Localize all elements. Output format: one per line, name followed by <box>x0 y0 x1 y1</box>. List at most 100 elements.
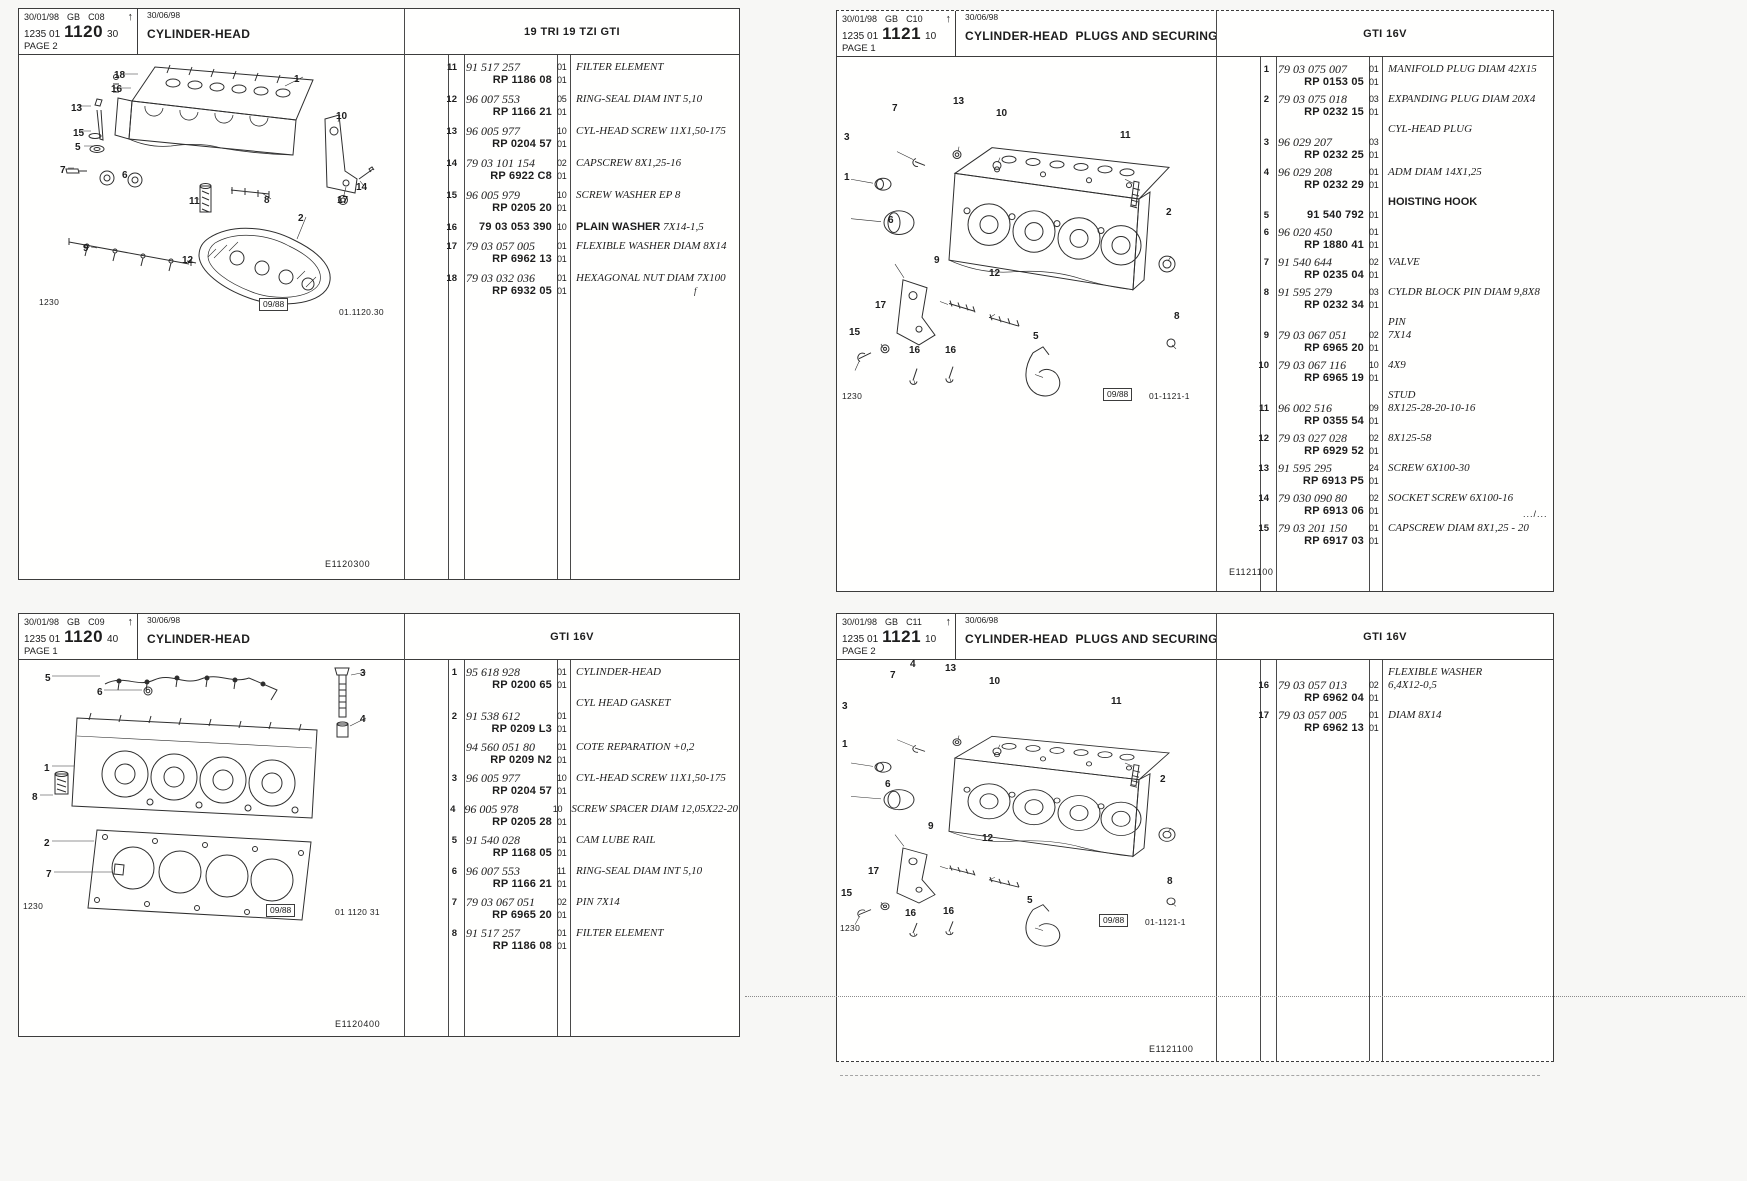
stamp-date: 30/01/98 <box>842 14 878 24</box>
part-line: 7 79 03 067 051 02 PIN 7X14 <box>404 896 738 909</box>
description: SCREW 6X100-30 <box>1388 462 1470 474</box>
part-number: 96 002 516 <box>1278 401 1332 415</box>
description: CAPSCREW 8X1,25-16 <box>576 157 682 169</box>
replacement-line: RP 0232 34 01 <box>1216 299 1552 312</box>
part-line: 4 96 029 208 01 ADM DIAM 14X1,25 <box>1216 166 1552 179</box>
quantity: 01 <box>557 910 567 920</box>
part-line: 14 79 03 101 154 02 CAPSCREW 8X1,25-16 <box>404 157 738 170</box>
parts-row: 14 79 030 090 80 02 SOCKET SCREW 6X100-1… <box>1216 492 1552 518</box>
replacement-line: RP 6962 13 01 <box>1216 722 1552 735</box>
part-line: 3 96 029 207 03 <box>1216 136 1552 149</box>
diagram-callout-17: 17 <box>868 866 880 877</box>
diagram-callout-1: 1 <box>842 739 848 750</box>
quantity: 11 <box>557 866 566 876</box>
quantity: 01 <box>557 203 567 213</box>
rp-number: RP 1166 21 <box>492 878 552 890</box>
quantity: 01 <box>1369 180 1379 190</box>
part-number: 91 517 257 <box>466 60 520 74</box>
drawing-code: E1121100 <box>1149 1044 1194 1054</box>
quantity: 03 <box>1369 137 1379 147</box>
diagram-callout-15: 15 <box>73 128 85 139</box>
parts-rows: 1 95 618 928 01 CYLINDER-HEAD RP 0200 65… <box>404 666 738 958</box>
part-line: 15 96 005 979 10 SCREW WASHER EP 8 <box>404 189 738 202</box>
description: SCREW WASHER EP 8 <box>576 189 681 201</box>
up-arrow-icon: ↑ <box>127 615 134 628</box>
part-number: 96 005 977 <box>466 124 520 138</box>
rp-number: RP 0232 34 <box>1304 299 1364 311</box>
panel-title: CYLINDER-HEAD <box>147 632 251 646</box>
part-number: 91 540 028 <box>466 833 520 847</box>
parts-row: 15 96 005 979 10 SCREW WASHER EP 8 RP 02… <box>404 189 738 215</box>
quantity: 02 <box>1369 493 1379 503</box>
part-number: 79 03 057 005 <box>1278 708 1347 722</box>
parts-row: 12 79 03 027 028 02 8X125-58 RP 6929 52 … <box>1216 432 1552 458</box>
replacement-line: RP 6965 20 01 <box>1216 342 1552 355</box>
rp-number: RP 0204 57 <box>492 138 552 150</box>
replacement-line: RP 1186 08 01 <box>404 940 738 953</box>
diagram-callout-1: 1 <box>844 172 850 183</box>
parts-row: 1 95 618 928 01 CYLINDER-HEAD RP 0200 65… <box>404 666 738 692</box>
quantity: 01 <box>1369 523 1379 533</box>
item-number: 5 <box>1263 210 1269 221</box>
replacement-line: RP 0200 65 01 <box>404 679 738 692</box>
part-line: 7 91 540 644 02 VALVE <box>1216 256 1552 269</box>
quantity: 01 <box>557 786 567 796</box>
item-number: 5 <box>451 835 457 846</box>
quantity: 10 <box>557 222 567 232</box>
title-box: 30/06/98 CYLINDER-HEAD <box>138 9 404 55</box>
part-number: 79 03 075 007 <box>1278 62 1347 76</box>
diagram-callout-11: 11 <box>1111 696 1122 707</box>
part-line: 3 96 005 977 10 CYL-HEAD SCREW 11X1,50-1… <box>404 772 738 785</box>
stamp-date: 30/01/98 <box>24 12 60 22</box>
quantity: 01 <box>557 241 567 251</box>
part-line: 18 79 03 032 036 01 HEXAGONAL NUT DIAM 7… <box>404 272 738 285</box>
rp-number: RP 1168 05 <box>492 847 552 859</box>
rp-number: RP 6965 19 <box>1304 372 1364 384</box>
description: CYLINDER-HEAD <box>576 666 661 678</box>
diagram-callout-10: 10 <box>989 676 1001 687</box>
part-number: 79 030 090 80 <box>1278 491 1347 505</box>
diagram-callout-1: 1 <box>294 74 300 85</box>
replacement-line: RP 6932 05 01 f <box>404 285 738 298</box>
quantity: 10 <box>552 804 563 814</box>
replacement-line: RP 0153 05 01 <box>1216 76 1552 89</box>
quantity: 01 <box>557 75 567 85</box>
parts-row: 17 79 03 057 005 01 FLEXIBLE WASHER DIAM… <box>404 240 738 266</box>
part-number: 91 540 792 <box>1306 209 1364 221</box>
replacement-line: RP 0355 54 01 <box>1216 415 1552 428</box>
replacement-line: RP 0209 L3 01 <box>404 723 738 736</box>
part-number: 96 007 553 <box>466 864 520 878</box>
item-number: 2 <box>1263 94 1269 105</box>
part-number: 79 03 057 013 <box>1278 678 1347 692</box>
ref-main: 1120 <box>64 22 104 41</box>
continuation-mark: .../... <box>1523 509 1548 519</box>
rp-number: RP 6965 20 <box>1304 342 1364 354</box>
group-label-line: STUD <box>1388 389 1416 401</box>
revision-box: 09/88 <box>266 904 296 917</box>
replacement-line: RP 1880 41 01 <box>1216 239 1552 252</box>
item-number: 10 <box>1258 360 1269 371</box>
quantity: 01 <box>1369 107 1379 117</box>
parts-row: 14 79 03 101 154 02 CAPSCREW 8X1,25-16 R… <box>404 157 738 183</box>
diagram-callout-4: 4 <box>910 659 916 670</box>
diagram-callout-12: 12 <box>982 833 994 844</box>
item-number: 13 <box>1258 463 1269 474</box>
part-line: 8 91 517 257 01 FILTER ELEMENT <box>404 927 738 940</box>
catalog-panel-1121-10-p2: 30/01/98 GB C11 ↑ 1235 01 1121 10 PAGE 2… <box>836 613 1554 1062</box>
description: EXPANDING PLUG DIAM 20X4 <box>1388 93 1536 105</box>
part-line: 4 96 005 978 10 SCREW SPACER DIAM 12,05X… <box>404 803 738 816</box>
item-number: 7 <box>451 897 457 908</box>
diagram-callout-5: 5 <box>75 142 81 153</box>
replacement-line: RP 6965 20 01 <box>404 909 738 922</box>
diagram-callout-17: 17 <box>875 300 887 311</box>
parts-row: 18 79 03 032 036 01 HEXAGONAL NUT DIAM 7… <box>404 272 738 298</box>
replacement-line: RP 1186 08 01 <box>404 74 738 87</box>
diagram-callout-1: 1 <box>44 763 50 774</box>
page-label: PAGE 2 <box>24 41 58 52</box>
description: HEXAGONAL NUT DIAM 7X100 <box>576 272 726 284</box>
group-label-line: PIN <box>1388 316 1406 328</box>
item-number: 2 <box>451 711 457 722</box>
part-number: 79 03 067 051 <box>1278 328 1347 342</box>
title-box: 30/06/98 CYLINDER-HEAD PLUGS AND SECURIN… <box>956 614 1218 660</box>
rp-number: RP 0209 L3 <box>491 723 552 735</box>
